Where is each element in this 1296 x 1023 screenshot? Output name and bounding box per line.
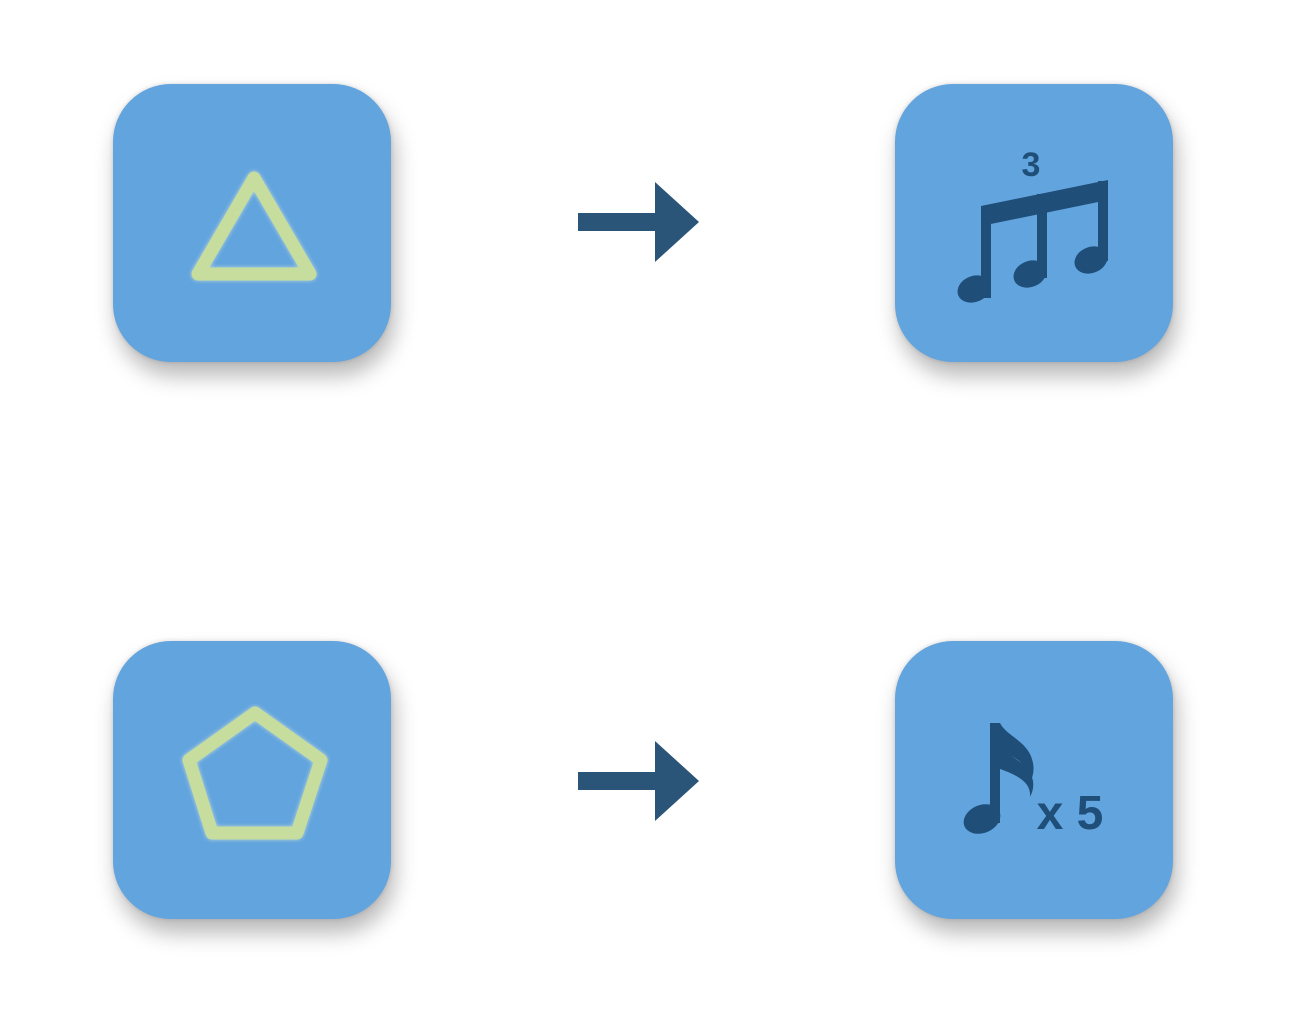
sixteenth-note-icon: x 5 (963, 723, 1104, 840)
triplet-number-label: 3 (1022, 146, 1041, 184)
triangle-tile (113, 84, 391, 362)
note-count-label: x 5 (1037, 787, 1104, 840)
triangle-icon (191, 171, 317, 281)
right-arrow-icon (578, 741, 699, 821)
right-arrow-icon (578, 182, 699, 262)
pentagon-tile (113, 641, 391, 919)
pentagon-icon (182, 706, 328, 840)
triplet-tile: 3 (895, 84, 1173, 362)
sixteenth-note-tile: x 5 (895, 641, 1173, 919)
triplet-eighth-notes-icon: 3 (957, 146, 1108, 303)
